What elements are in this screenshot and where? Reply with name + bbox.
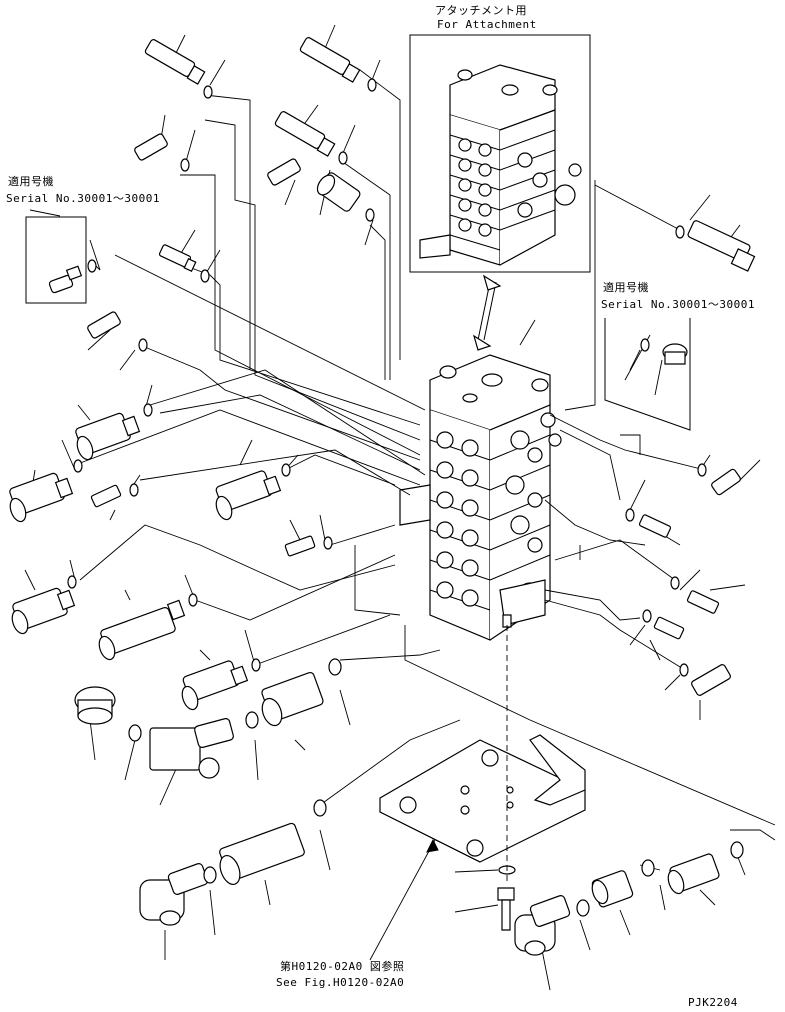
adapter-fitting <box>9 587 74 635</box>
serial-left-label-en: Serial No.30001～30001 <box>6 192 160 205</box>
attachment-label-jp: アタッチメント用 <box>435 4 527 17</box>
adapter-fitting <box>7 472 72 523</box>
plug-inset-right <box>663 344 687 364</box>
o-ring <box>641 339 649 351</box>
connector-fitting <box>91 485 121 508</box>
connector-fitting <box>687 590 719 614</box>
adapter-fitting <box>213 470 280 522</box>
adapter-fitting <box>259 671 324 728</box>
connector-fitting <box>285 536 315 557</box>
elbow-fitting <box>267 158 302 186</box>
connector-fitting <box>159 244 196 271</box>
elbow-fitting <box>144 39 204 84</box>
connector-fitting <box>654 617 684 640</box>
adapter-fitting <box>314 171 361 212</box>
drawing-code: PJK2204 <box>688 996 738 1009</box>
serial-left-label-jp: 適用号機 <box>8 175 54 188</box>
adapter-fitting <box>179 660 247 712</box>
see-figure-label-jp: 第H0120-02A0 図参照 <box>280 960 405 973</box>
adapter-fitting <box>216 822 305 887</box>
elbow-fitting <box>140 863 209 925</box>
adapter-fitting <box>96 600 184 661</box>
elbow-fitting-inset-left <box>49 266 82 293</box>
routing-lines <box>75 70 775 870</box>
serial-right-label-en: Serial No.30001～30001 <box>601 298 755 311</box>
see-figure-label-en: See Fig.H0120-02A0 <box>276 976 405 989</box>
elbow-fitting <box>711 468 742 496</box>
serial-inset-right-frame <box>605 318 690 430</box>
elbow-fitting <box>134 133 169 161</box>
arrow-head <box>427 840 438 852</box>
elbow-fitting <box>687 220 754 271</box>
serial-inset-left-frame <box>26 217 86 303</box>
adapter-fitting <box>665 853 720 896</box>
serial-right-label-jp: 適用号機 <box>603 281 649 294</box>
bolt <box>498 866 515 930</box>
elbow-fitting <box>150 718 234 778</box>
elbow-fitting <box>515 895 571 955</box>
leader-lines <box>25 25 760 990</box>
mounting-bracket <box>380 735 585 862</box>
main-control-valve <box>400 355 561 640</box>
elbow-fitting <box>299 37 359 82</box>
attachment-valve-inset <box>420 65 581 265</box>
double-arrow <box>474 276 500 350</box>
elbow-fitting <box>87 311 122 339</box>
plug <box>75 687 115 724</box>
connector-fitting <box>639 514 671 538</box>
attachment-label-en: For Attachment <box>437 18 537 31</box>
attachment-inset-frame <box>410 35 590 272</box>
o-ring <box>68 79 743 916</box>
adapter-fitting <box>74 412 139 461</box>
elbow-fitting <box>274 111 334 156</box>
adapter-fitting <box>589 870 633 908</box>
elbow-fitting <box>691 664 732 697</box>
